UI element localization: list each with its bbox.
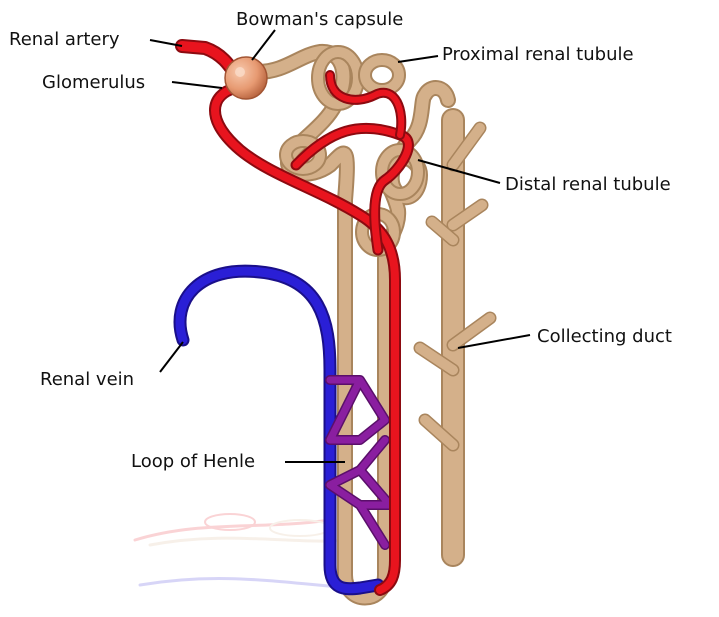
label-distal-tubule: Distal renal tubule xyxy=(505,174,671,195)
label-renal-vein: Renal vein xyxy=(40,369,134,390)
bowmans-capsule-shape xyxy=(225,57,267,99)
label-renal-artery: Renal artery xyxy=(9,29,120,50)
label-loop-of-henle: Loop of Henle xyxy=(131,451,255,472)
label-proximal-tubule: Proximal renal tubule xyxy=(442,44,634,65)
collecting-duct-shape xyxy=(420,120,490,555)
leader-proximal-tubule xyxy=(398,56,438,62)
leader-glomerulus xyxy=(172,82,222,88)
leader-renal-vein xyxy=(160,342,183,372)
label-bowmans-capsule: Bowman's capsule xyxy=(236,9,403,30)
leader-bowmans-capsule xyxy=(252,30,275,60)
label-collecting-duct: Collecting duct xyxy=(537,326,672,347)
label-glomerulus: Glomerulus xyxy=(42,72,145,93)
